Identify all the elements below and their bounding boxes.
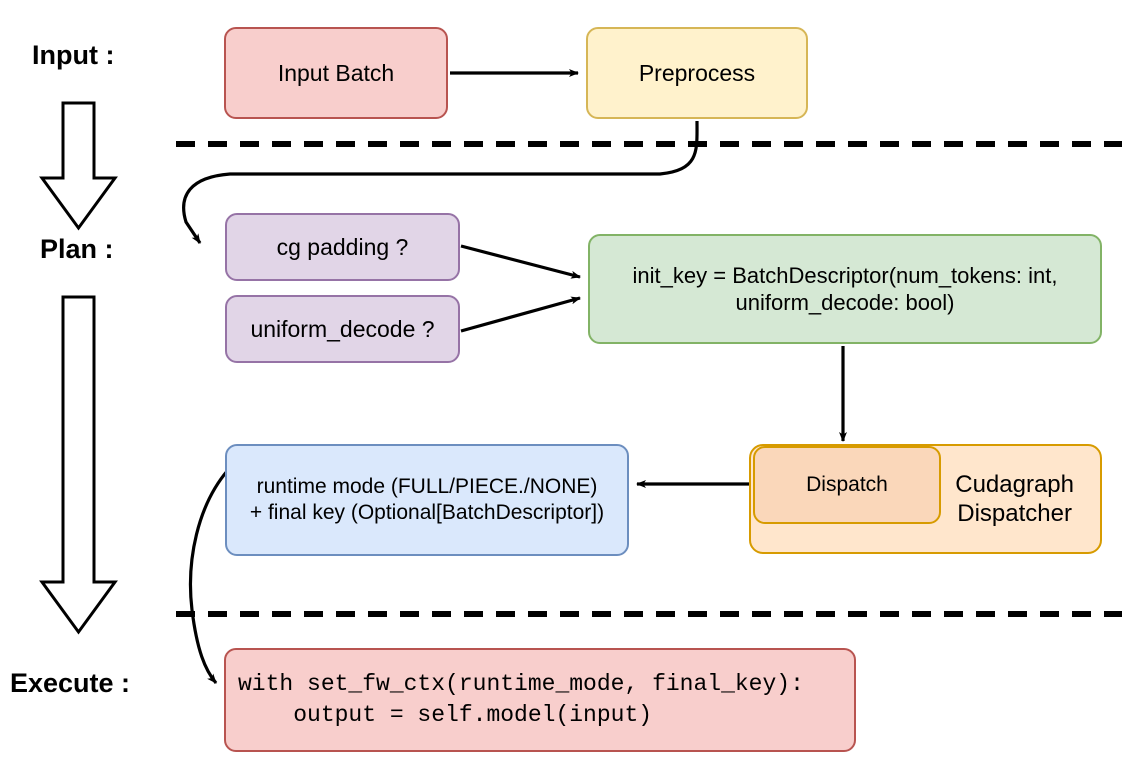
stage-label-plan: Plan : xyxy=(40,234,114,264)
node-runtime-mode[interactable]: runtime mode (FULL/PIECE./NONE) + final … xyxy=(225,444,629,556)
plan-to-execute-block-arrow xyxy=(39,295,118,635)
node-preprocess-label: Preprocess xyxy=(638,59,756,86)
node-init-key-label: init_key = BatchDescriptor(num_tokens: i… xyxy=(632,262,1058,316)
node-dispatch[interactable]: Dispatch xyxy=(753,446,941,524)
node-cudagraph-dispatcher-label: Cudagraph Dispatcher xyxy=(955,470,1074,527)
node-uniform-decode-label: uniform_decode ? xyxy=(250,315,435,342)
stage-label-execute: Execute : xyxy=(10,668,131,698)
node-execute-code[interactable]: with set_fw_ctx(runtime_mode, final_key)… xyxy=(224,648,856,752)
node-runtime-mode-label: runtime mode (FULL/PIECE./NONE) + final … xyxy=(249,474,605,524)
edge-uniform-decode-to-init-key xyxy=(460,296,581,333)
node-uniform-decode[interactable]: uniform_decode ? xyxy=(225,295,460,363)
node-input-batch[interactable]: Input Batch xyxy=(224,27,448,119)
node-init-key[interactable]: init_key = BatchDescriptor(num_tokens: i… xyxy=(588,234,1102,344)
edge-cg-padding-to-init-key xyxy=(460,244,581,279)
node-execute-code-label: with set_fw_ctx(runtime_mode, final_key)… xyxy=(238,670,804,728)
node-cg-padding-label: cg padding ? xyxy=(276,233,409,260)
stage-label-input: Input : xyxy=(32,40,115,70)
node-input-batch-label: Input Batch xyxy=(277,59,395,86)
node-cg-padding[interactable]: cg padding ? xyxy=(225,213,460,281)
edge-runtime-mode-to-execute-code xyxy=(188,468,230,685)
node-preprocess[interactable]: Preprocess xyxy=(586,27,808,119)
node-dispatch-label: Dispatch xyxy=(806,472,888,496)
input-to-plan-block-arrow xyxy=(39,101,118,231)
